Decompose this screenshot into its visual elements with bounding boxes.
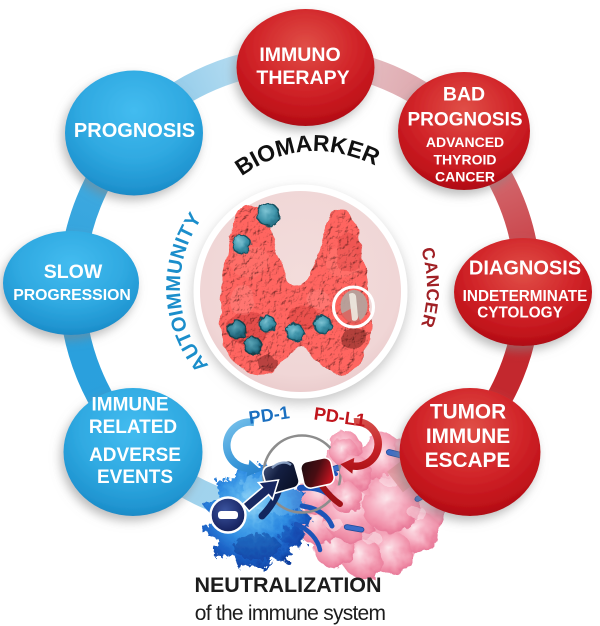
svg-text:INDETERMINATE: INDETERMINATE <box>463 288 588 305</box>
svg-text:PD-1: PD-1 <box>247 402 290 428</box>
svg-text:IMMUNO: IMMUNO <box>259 44 340 66</box>
svg-text:THERAPY: THERAPY <box>256 67 349 89</box>
svg-text:PROGRESSION: PROGRESSION <box>13 287 131 304</box>
svg-text:NEUTRALIZATION: NEUTRALIZATION <box>194 573 381 597</box>
svg-text:THYROID: THYROID <box>434 152 497 168</box>
svg-text:ADVANCED: ADVANCED <box>426 134 504 150</box>
svg-text:of the immune system: of the immune system <box>195 602 386 625</box>
svg-text:EVENTS: EVENTS <box>97 467 173 488</box>
svg-text:IMMUNE: IMMUNE <box>426 425 510 448</box>
svg-text:CYTOLOGY: CYTOLOGY <box>477 304 563 321</box>
svg-text:ESCAPE: ESCAPE <box>425 449 511 472</box>
svg-text:RELATED: RELATED <box>89 417 177 438</box>
svg-text:PROGNOSIS: PROGNOSIS <box>407 110 522 131</box>
svg-text:TUMOR: TUMOR <box>430 400 506 423</box>
svg-text:DIAGNOSIS: DIAGNOSIS <box>469 258 581 280</box>
svg-text:CANCER: CANCER <box>417 245 443 330</box>
svg-text:SLOW: SLOW <box>44 261 103 283</box>
svg-text:BIOMARKER: BIOMARKER <box>230 130 384 181</box>
svg-text:CANCER: CANCER <box>435 169 495 185</box>
svg-text:PD-L1: PD-L1 <box>313 404 367 431</box>
svg-text:PROGNOSIS: PROGNOSIS <box>74 120 195 142</box>
svg-text:BAD: BAD <box>443 84 485 106</box>
svg-text:ADVERSE: ADVERSE <box>89 445 181 466</box>
svg-text:IMMUNE: IMMUNE <box>91 394 168 415</box>
